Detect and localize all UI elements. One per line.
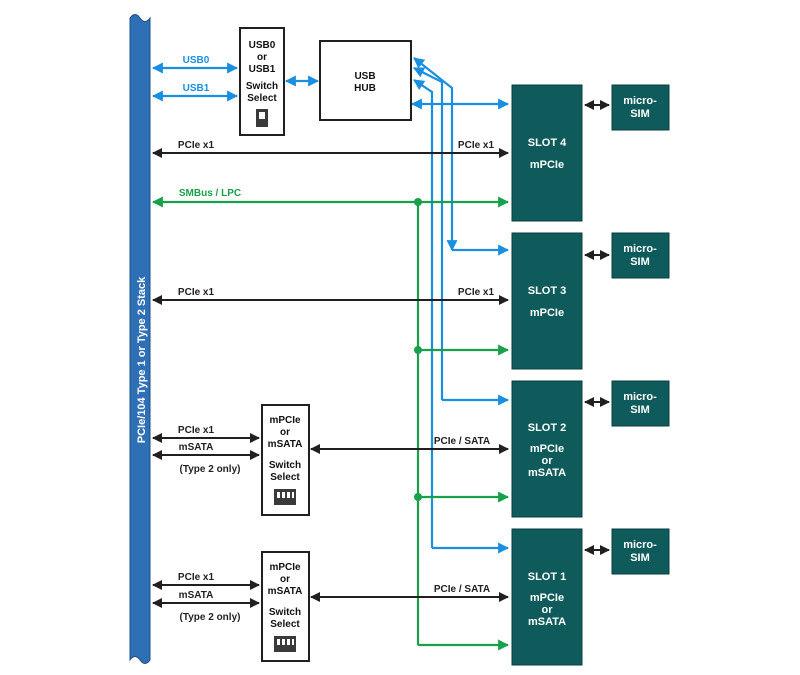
msata-switch2-label: mSATA bbox=[179, 442, 214, 453]
slot-2-box: SLOT 2 mPCIe or mSATA bbox=[511, 380, 583, 518]
pcie-slot3-right-label: PCIe x1 bbox=[458, 287, 495, 298]
msata-switch-slot1-line5: Select bbox=[270, 619, 300, 630]
pcie-signal-lines bbox=[152, 100, 610, 608]
slot-3-box: SLOT 3 mPCIe bbox=[511, 232, 583, 370]
hub-to-slot1-usb-line bbox=[413, 79, 434, 548]
micro-sim-slot4-line2: SIM bbox=[630, 108, 650, 120]
hub-to-slot3-usb-line bbox=[413, 57, 458, 252]
hub-to-slot2-usb-line bbox=[413, 67, 444, 400]
pcie-sata-slot1-label: PCIe / SATA bbox=[434, 584, 490, 595]
msata-switch1-label: mSATA bbox=[179, 590, 214, 601]
usb-signal-lines bbox=[151, 57, 510, 554]
type2-only-switch1-label: (Type 2 only) bbox=[180, 612, 241, 623]
stack-bus-bar bbox=[129, 14, 151, 664]
pcie-slot3-left-label: PCIe x1 bbox=[178, 287, 215, 298]
dip-switch-icon bbox=[274, 636, 296, 652]
usb-switch-line3: USB1 bbox=[249, 64, 276, 75]
slot-2-line1: mPCIe bbox=[530, 443, 564, 455]
pcie-slot4-left-label: PCIe x1 bbox=[178, 140, 215, 151]
pcie-sata-slot2-label: PCIe / SATA bbox=[434, 436, 490, 447]
slot-3-title: SLOT 3 bbox=[528, 285, 567, 297]
msata-switch-slot2-line2: or bbox=[280, 427, 290, 438]
slot-2-title: SLOT 2 bbox=[528, 422, 567, 434]
usb-hub-box: USB HUB bbox=[319, 40, 412, 121]
slot-1-line3: mSATA bbox=[528, 616, 566, 628]
slot-4-title: SLOT 4 bbox=[528, 137, 567, 149]
smbus-junction-dots bbox=[414, 198, 422, 501]
msata-switch-select-box-slot1: mPCIe or mSATA Switch Select bbox=[261, 551, 310, 662]
slot-1-box: SLOT 1 mPCIe or mSATA bbox=[511, 528, 583, 666]
slot-4-box: SLOT 4 mPCIe bbox=[511, 84, 583, 222]
micro-sim-slot2-line1: micro- bbox=[623, 391, 657, 403]
dip-switch-icon bbox=[274, 489, 296, 505]
micro-sim-slot1: micro- SIM bbox=[611, 528, 670, 575]
usb-switch-line5: Select bbox=[247, 93, 277, 104]
slot-2-line2: or bbox=[542, 455, 554, 467]
micro-sim-slot2-line2: SIM bbox=[630, 404, 650, 416]
type2-only-switch2-label: (Type 2 only) bbox=[180, 464, 241, 475]
pcie-switch1-label: PCIe x1 bbox=[178, 572, 215, 583]
micro-sim-slot3-line1: micro- bbox=[623, 243, 657, 255]
smbus-signal-lines bbox=[151, 196, 510, 651]
slot-4-line1: mPCIe bbox=[530, 159, 564, 171]
micro-sim-slot4: micro- SIM bbox=[611, 84, 670, 131]
slot-3-line1: mPCIe bbox=[530, 307, 564, 319]
stack-bus-label: PCIe/104 Type 1 or Type 2 Stack bbox=[136, 276, 148, 443]
slot-1-title: SLOT 1 bbox=[528, 571, 567, 583]
smbus-label: SMBus / LPC bbox=[179, 188, 241, 199]
msata-switch-select-box-slot2: mPCIe or mSATA Switch Select bbox=[261, 404, 310, 516]
usb-switch-line2: or bbox=[257, 52, 267, 63]
pcie-switch2-label: PCIe x1 bbox=[178, 425, 215, 436]
micro-sim-slot3-line2: SIM bbox=[630, 256, 650, 268]
slot-2-line3: mSATA bbox=[528, 467, 566, 479]
msata-switch-slot1-line1: mPCIe bbox=[269, 562, 301, 573]
micro-sim-slot1-line2: SIM bbox=[630, 552, 650, 564]
usb0-label: USB0 bbox=[183, 55, 210, 66]
msata-switch-slot2-line3: mSATA bbox=[268, 439, 303, 450]
msata-switch-slot2-line1: mPCIe bbox=[269, 415, 301, 426]
msata-switch-slot2-line5: Select bbox=[270, 472, 300, 483]
micro-sim-slot2: micro- SIM bbox=[611, 380, 670, 427]
micro-sim-slot1-line1: micro- bbox=[623, 539, 657, 551]
msata-switch-slot2-line4: Switch bbox=[269, 460, 301, 471]
micro-sim-slot4-line1: micro- bbox=[623, 95, 657, 107]
msata-switch-slot1-line4: Switch bbox=[269, 607, 301, 618]
msata-switch-slot1-line2: or bbox=[280, 574, 290, 585]
usb-hub-line2: HUB bbox=[354, 83, 376, 94]
usb-switch-line1: USB0 bbox=[249, 40, 276, 51]
usb-switch-line4: Switch bbox=[246, 81, 278, 92]
usb-hub-line1: USB bbox=[354, 71, 375, 82]
msata-switch-slot1-line3: mSATA bbox=[268, 586, 303, 597]
slot-1-line1: mPCIe bbox=[530, 592, 564, 604]
pcie-slot4-right-label: PCIe x1 bbox=[458, 140, 495, 151]
dip-switch-icon bbox=[256, 109, 268, 127]
micro-sim-slot3: micro- SIM bbox=[611, 232, 670, 279]
usb-switch-select-box: USB0 or USB1 Switch Select bbox=[239, 27, 285, 136]
usb1-label: USB1 bbox=[183, 83, 210, 94]
slot-1-line2: or bbox=[542, 604, 554, 616]
